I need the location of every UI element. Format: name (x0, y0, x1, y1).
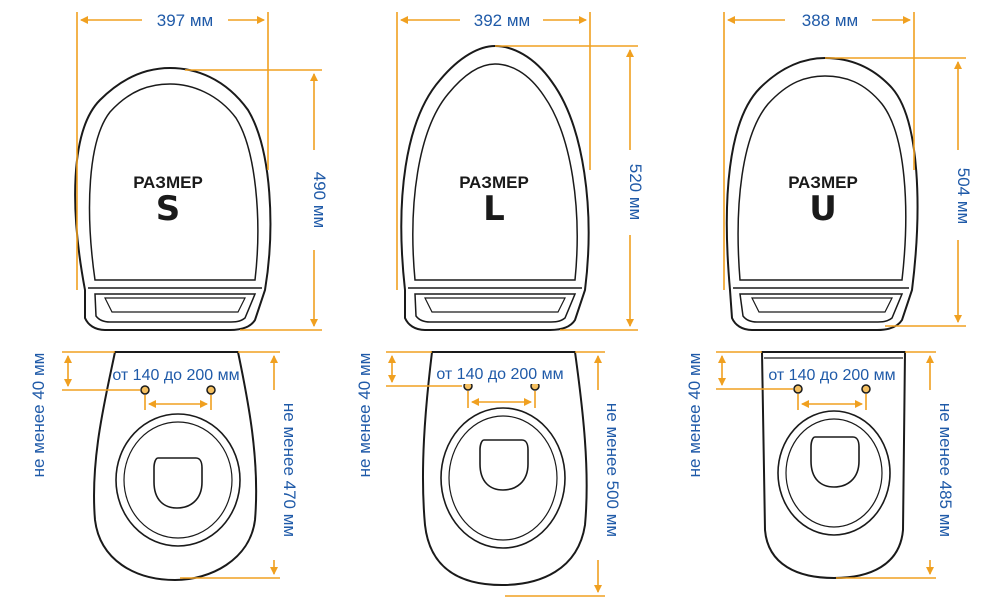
bowl-length-label-s: не менее 470 мм (280, 403, 299, 537)
hole-offset-dimension-u (716, 351, 793, 390)
mounting-hole-right-s (206, 385, 216, 395)
bowl-length-dimension-u (836, 351, 936, 579)
hole-spacing-label-l: от 140 до 200 мм (436, 366, 563, 383)
hole-offset-label-u: не менее 40 мм (685, 353, 704, 478)
bowl-outline-l (421, 351, 588, 587)
lid-width-dimension-s (76, 12, 269, 290)
size-word-u: РАЗМЕР (788, 173, 858, 192)
panel-size-l: РАЗМЕР L 392 мм 520 мм не (355, 11, 645, 597)
hole-offset-dimension-l (386, 351, 462, 387)
mounting-hole-left-u (793, 384, 803, 394)
lid-outline-u (725, 56, 919, 331)
lid-width-label-s: 397 мм (157, 11, 213, 30)
lid-outline-s (74, 66, 272, 331)
lid-height-dimension-s (185, 69, 322, 331)
lid-width-label-l: 392 мм (474, 11, 530, 30)
lid-height-dimension-l (495, 45, 638, 331)
lid-outline-l (400, 44, 590, 331)
size-word-l: РАЗМЕР (459, 173, 529, 192)
mounting-hole-left-s (140, 385, 150, 395)
hole-spacing-dimension-l (467, 391, 536, 408)
size-letter-l: L (483, 189, 505, 229)
mounting-hole-right-u (861, 384, 871, 394)
size-word-s: РАЗМЕР (133, 173, 203, 192)
lid-width-label-u: 388 мм (802, 11, 858, 30)
hole-offset-label-s: не менее 40 мм (29, 353, 48, 478)
hole-spacing-label-s: от 140 до 200 мм (112, 367, 239, 384)
lid-height-label-s: 490 мм (310, 172, 329, 228)
lid-width-dimension-l (396, 12, 591, 290)
lid-height-dimension-u (825, 57, 966, 327)
hole-spacing-dimension-u (797, 394, 867, 410)
lid-height-label-l: 520 мм (626, 164, 645, 220)
bowl-outline-s (93, 351, 258, 582)
panel-size-s: РАЗМЕР S 397 мм 490 мм (29, 11, 329, 582)
hole-offset-label-l: не менее 40 мм (355, 353, 374, 478)
panel-size-u: РАЗМЕР U 388 мм 504 мм (685, 11, 973, 580)
size-letter-u: U (809, 189, 837, 229)
hole-offset-dimension-s (62, 351, 140, 391)
size-letter-s: S (156, 189, 181, 229)
bowl-length-label-u: не менее 485 мм (936, 403, 955, 537)
hole-spacing-label-u: от 140 до 200 мм (768, 367, 895, 384)
lid-height-label-u: 504 мм (954, 168, 973, 224)
lid-width-dimension-u (723, 12, 915, 290)
bowl-length-label-l: не менее 500 мм (603, 403, 622, 537)
hole-spacing-dimension-s (144, 395, 212, 410)
bowl-outline-u (760, 351, 907, 580)
